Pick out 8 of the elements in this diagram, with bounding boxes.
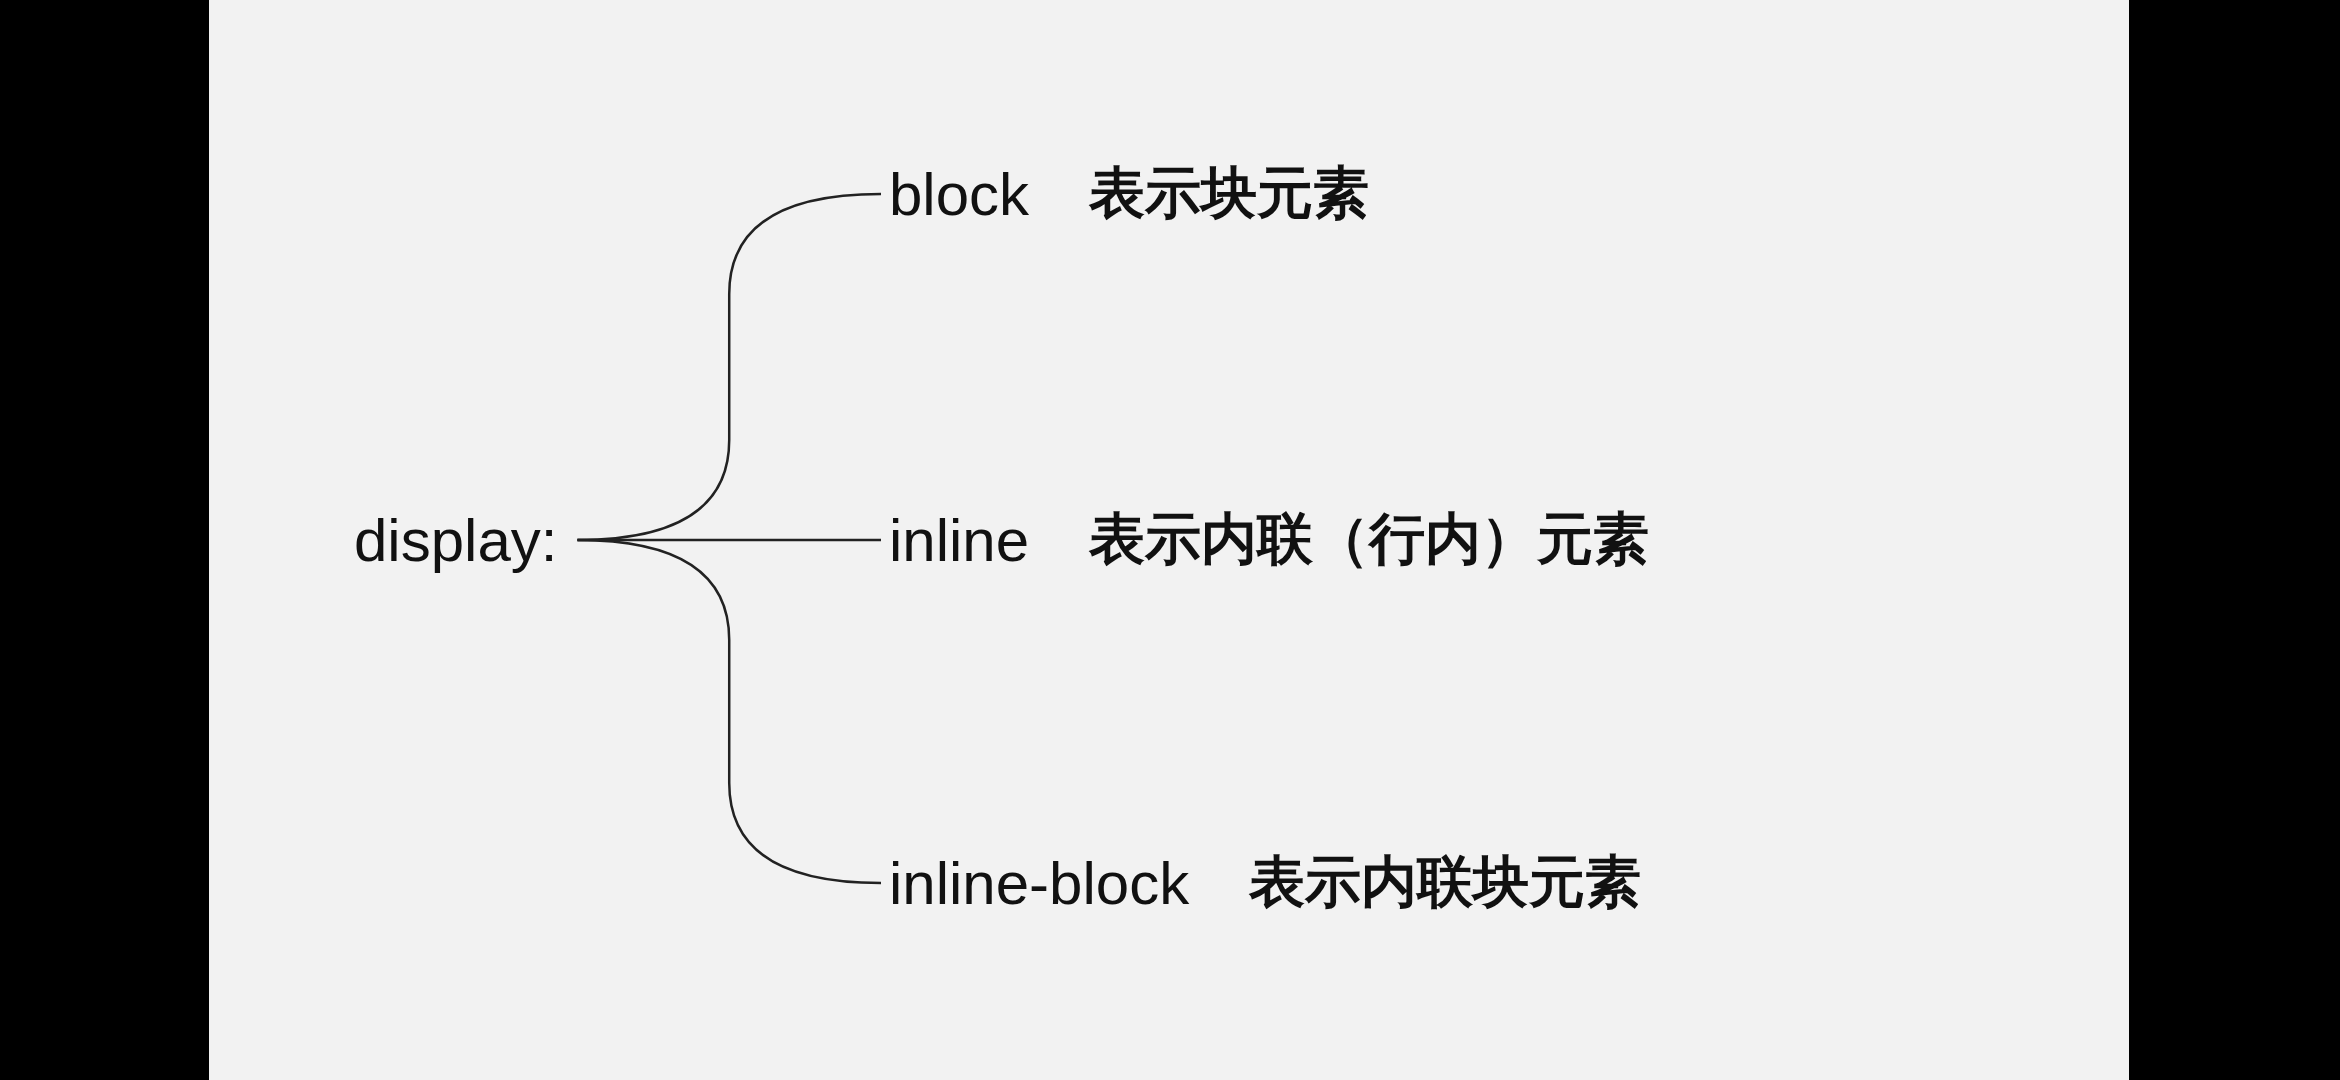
term-label: block: [889, 159, 1030, 229]
term-label: inline: [889, 505, 1030, 575]
description-text: 表示内联块元素: [1249, 848, 1642, 916]
term-label: display:: [354, 505, 558, 575]
description-text: 表示内联（行内）元素: [1089, 505, 1650, 573]
description-text: 表示块元素: [1089, 159, 1370, 227]
term-label: inline-block: [889, 848, 1190, 918]
connector-line: [577, 538, 882, 885]
